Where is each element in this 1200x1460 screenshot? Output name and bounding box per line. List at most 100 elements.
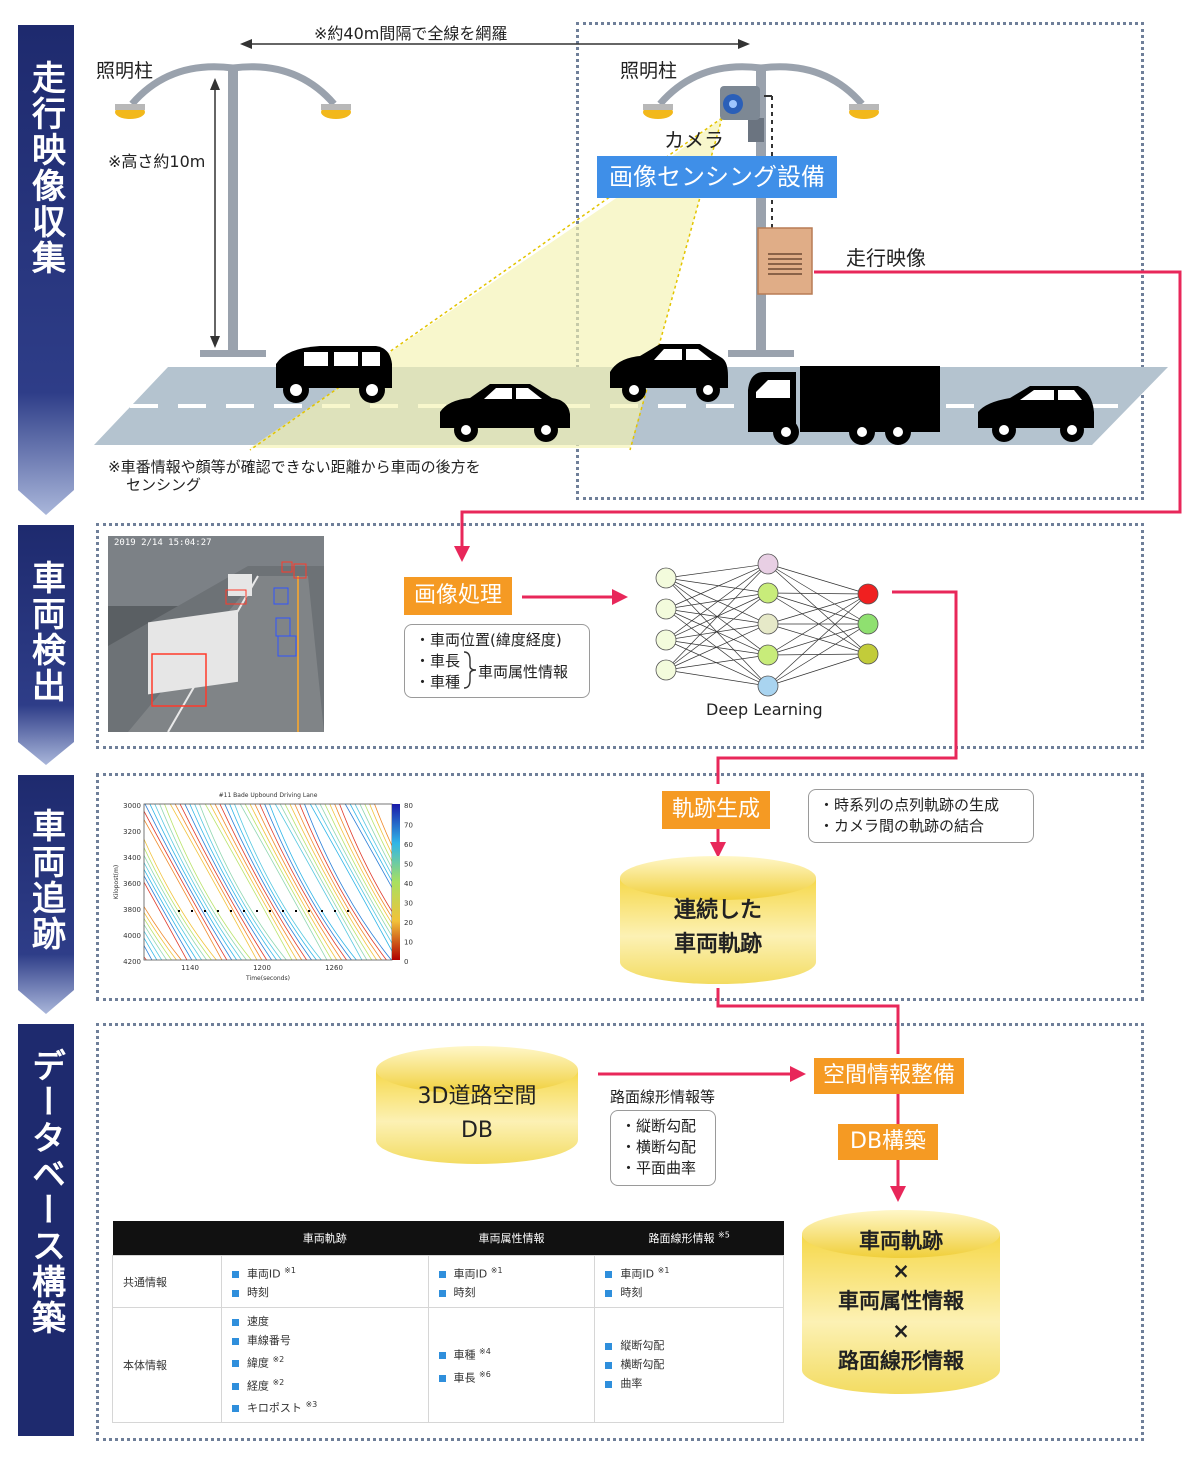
brace-icon: [463, 651, 477, 689]
pole-label-left: 照明柱: [96, 60, 154, 82]
road-db-line1: 3D道路空間: [417, 1084, 537, 1109]
trajectory-point: [230, 910, 232, 912]
list-item: 経度 ※2: [232, 1373, 418, 1396]
trajectory-note-2: ・カメラ間の軌跡の結合: [819, 817, 985, 835]
y-tick-label: 3400: [123, 854, 141, 862]
table-row: 共通情報 車両ID ※1 時刻 車両ID ※1 時刻 車両ID ※1 時刻: [112, 1255, 784, 1308]
stage-label-database: データベース構築: [25, 1048, 66, 1336]
list-item: 横断勾配: [605, 1355, 773, 1374]
trajectory-line: [339, 804, 392, 913]
list-item: 車線番号: [232, 1331, 418, 1350]
colorbar-tick-label: 30: [404, 900, 413, 908]
lighting-pole-right: [643, 63, 879, 357]
nn-node: [757, 613, 779, 635]
trajectory-line: [144, 917, 173, 960]
trajectory-point: [295, 910, 297, 912]
list-item: 車両ID ※1: [605, 1261, 773, 1284]
database-schema-table: 車両軌跡 車両属性情報 路面線形情報 ※5 共通情報 車両ID ※1 時刻 車両…: [112, 1221, 784, 1423]
trajectory-line: [204, 804, 293, 960]
colorbar-tick-label: 0: [404, 958, 408, 966]
trajectory-line: [319, 804, 392, 937]
trajectory-line: [144, 854, 208, 960]
attr-item-2: ・車長: [415, 652, 461, 670]
y-tick-label: 3000: [123, 802, 141, 810]
lighting-pole-left: [115, 63, 351, 357]
cylinder-result-db: [802, 1210, 1000, 1394]
chevron-collect: [18, 25, 74, 515]
y-tick-label: 3200: [123, 828, 141, 836]
nn-node: [757, 553, 779, 575]
trajectory-line: [144, 875, 193, 960]
trajectory-line: [244, 804, 333, 960]
trajectory-line: [229, 804, 317, 960]
attr-group-label: 車両属性情報: [478, 663, 569, 681]
trajectory-line: [234, 804, 322, 960]
trajectory-line: [144, 905, 182, 960]
trajectory-line: [299, 804, 387, 960]
camera-detection-image: [108, 536, 324, 732]
colorbar-tick-label: 50: [404, 861, 413, 869]
road-item-3: ・平面曲率: [621, 1159, 697, 1177]
sensing-equipment-tag: 画像センシング設備: [597, 156, 837, 198]
table-header-road-note: ※5: [718, 1230, 730, 1240]
result-line-3: 路面線形情報: [838, 1349, 964, 1373]
control-box: [757, 227, 813, 295]
chevron-detect: [18, 525, 74, 765]
trajectory-line: [279, 804, 368, 960]
trajectory-line: [219, 804, 308, 960]
trajectory-point: [347, 910, 349, 912]
camera-fov: [250, 118, 722, 448]
trajectory-point: [243, 910, 245, 912]
trajectory-line: [209, 804, 298, 960]
y-tick-label: 4200: [123, 958, 141, 966]
road-scene: [94, 39, 1168, 451]
trajectory-line: [269, 804, 357, 960]
trajectory-line: [264, 804, 352, 960]
trajectory-line: [184, 804, 273, 960]
plot-ylabel: Kilopost(m): [113, 865, 120, 899]
x-tick-label: 1140: [181, 964, 199, 972]
pole-label-right: 照明柱: [620, 60, 678, 82]
van-icon: [276, 346, 392, 403]
trajectory-point: [178, 910, 180, 912]
truck-icon: [748, 366, 940, 445]
trajectory-line: [179, 804, 268, 960]
cell-common-attributes: 車両ID ※1 時刻: [427, 1255, 596, 1308]
height-note: ※高さ約10m: [108, 152, 206, 171]
sidebar-chevrons: [18, 25, 74, 1436]
cyl-traj-line2: 車両軌跡: [673, 932, 762, 957]
stage-label-collect: 走行映像収集: [25, 60, 66, 276]
section-track: [96, 773, 1144, 1001]
cell-body-trajectory: 速度 車線番号 緯度 ※2 経度 ※2 キロポスト ※3: [220, 1307, 429, 1423]
trajectory-line: [144, 881, 188, 960]
trajectory-line: [169, 804, 258, 960]
trajectory-point: [334, 910, 336, 912]
trajectory-line: [144, 923, 168, 960]
result-line-2: 車両属性情報: [838, 1289, 964, 1313]
spatial-info-tag: 空間情報整備: [814, 1058, 965, 1094]
section-database: [96, 1023, 1144, 1441]
trajectory-line: [144, 937, 158, 960]
trajectory-line: [304, 804, 392, 960]
stage-label-detect: 車両検出: [25, 560, 66, 704]
trajectory-point: [256, 910, 258, 912]
cell-body-road: 縦断勾配 横断勾配 曲率: [594, 1307, 784, 1423]
trajectory-line: [354, 804, 392, 876]
trajectory-line: [254, 804, 343, 960]
trajectory-point: [321, 910, 323, 912]
list-item: 車長 ※6: [439, 1365, 585, 1388]
trajectory-line: [374, 804, 392, 847]
camera-overlay-text: 2019 2/14 15:04:27: [114, 538, 212, 548]
neural-network-diagram: [655, 553, 879, 697]
trajectory-line: [329, 804, 392, 925]
table-row: 本体情報 速度 車線番号 緯度 ※2 経度 ※2 キロポスト ※3 車種 ※4 …: [112, 1307, 784, 1423]
trajectory-line: [284, 804, 373, 960]
table-header-trajectory: 車両軌跡: [221, 1221, 429, 1256]
trajectory-line: [294, 804, 383, 960]
result-line-1: 車両軌跡: [859, 1229, 943, 1253]
trajectory-line: [324, 804, 392, 931]
list-item: 曲率: [605, 1374, 773, 1393]
trajectory-line: [144, 810, 228, 960]
trajectory-line: [144, 868, 198, 960]
trajectory-line: [174, 804, 263, 960]
